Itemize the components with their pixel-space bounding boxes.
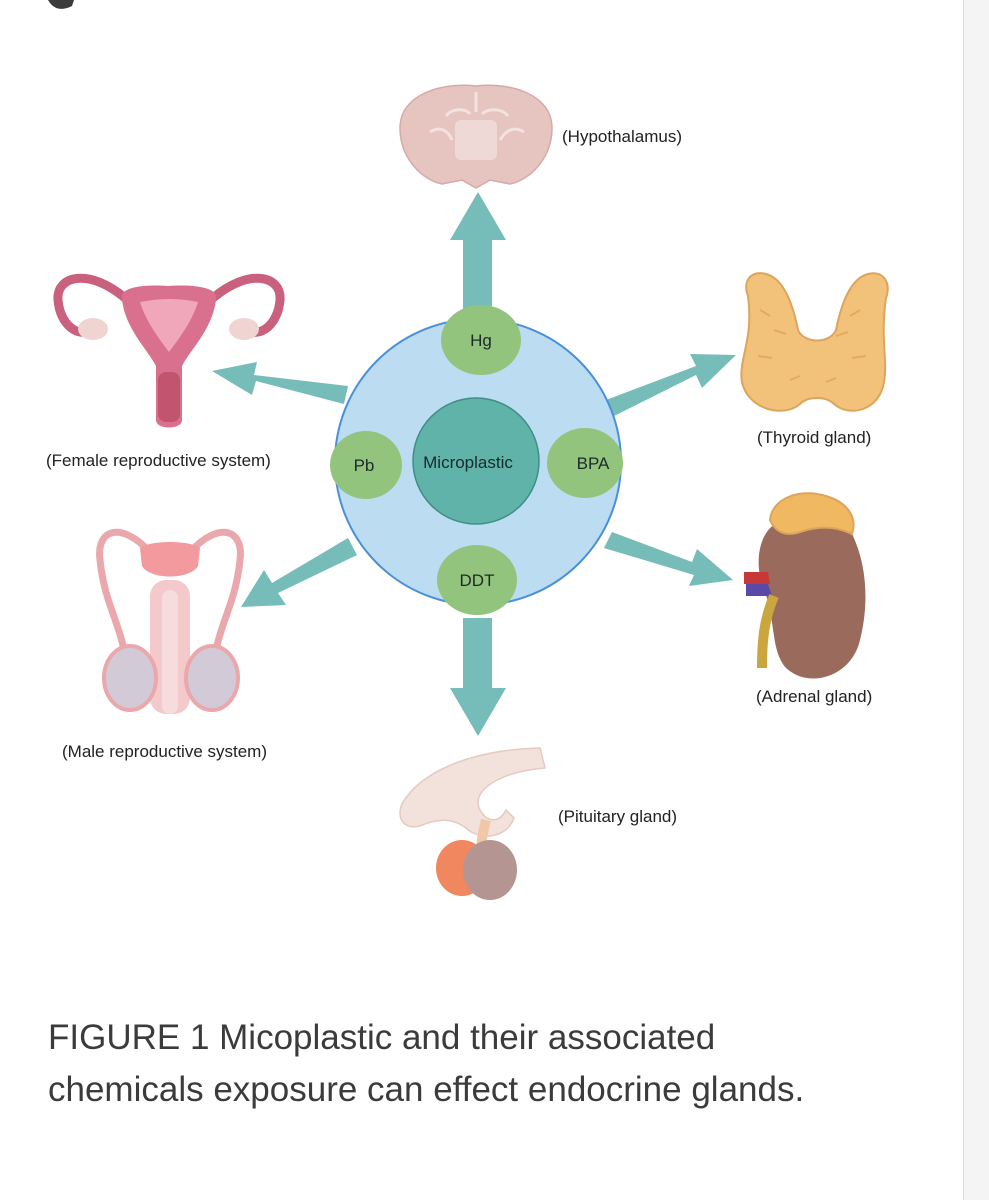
hg-label: Hg bbox=[470, 331, 492, 350]
vertical-scrollbar[interactable] bbox=[963, 0, 989, 1200]
male-reproductive-illustration bbox=[96, 528, 244, 714]
arrow-adrenal bbox=[604, 532, 733, 586]
arrow-female bbox=[212, 362, 348, 404]
hypothalamus-illustration bbox=[399, 84, 553, 189]
bpa-bubble bbox=[547, 428, 623, 498]
microplastic-core bbox=[412, 397, 540, 525]
thyroid-illustration bbox=[740, 272, 889, 412]
arrow-male bbox=[241, 538, 357, 607]
hg-bubble bbox=[441, 305, 521, 375]
figure-caption: FIGURE 1 Micoplastic and their associate… bbox=[48, 1018, 805, 1109]
ddt-label: DDT bbox=[460, 571, 495, 590]
ddt-bubble bbox=[437, 545, 517, 615]
arrow-down-pituitary bbox=[450, 618, 506, 736]
adrenal-illustration bbox=[744, 492, 866, 679]
hypothalamus-label: (Hypothalamus) bbox=[562, 127, 682, 146]
pb-label: Pb bbox=[354, 456, 375, 475]
pituitary-illustration bbox=[399, 747, 546, 900]
arrows bbox=[212, 192, 736, 736]
arrow-thyroid bbox=[606, 354, 736, 416]
female-reproductive-illustration bbox=[53, 273, 285, 428]
cropped-heading-fragment bbox=[48, 0, 74, 9]
bpa-label: BPA bbox=[577, 454, 610, 473]
female-label: (Female reproductive system) bbox=[46, 451, 271, 470]
pituitary-label: (Pituitary gland) bbox=[558, 807, 677, 826]
male-label: (Male reproductive system) bbox=[62, 742, 267, 761]
adrenal-label: (Adrenal gland) bbox=[756, 687, 872, 706]
pb-bubble bbox=[330, 431, 402, 499]
microplastic-label: Microplastic bbox=[423, 453, 513, 472]
thyroid-label: (Thyroid gland) bbox=[757, 428, 871, 447]
arrow-up-hypothalamus bbox=[450, 192, 506, 310]
